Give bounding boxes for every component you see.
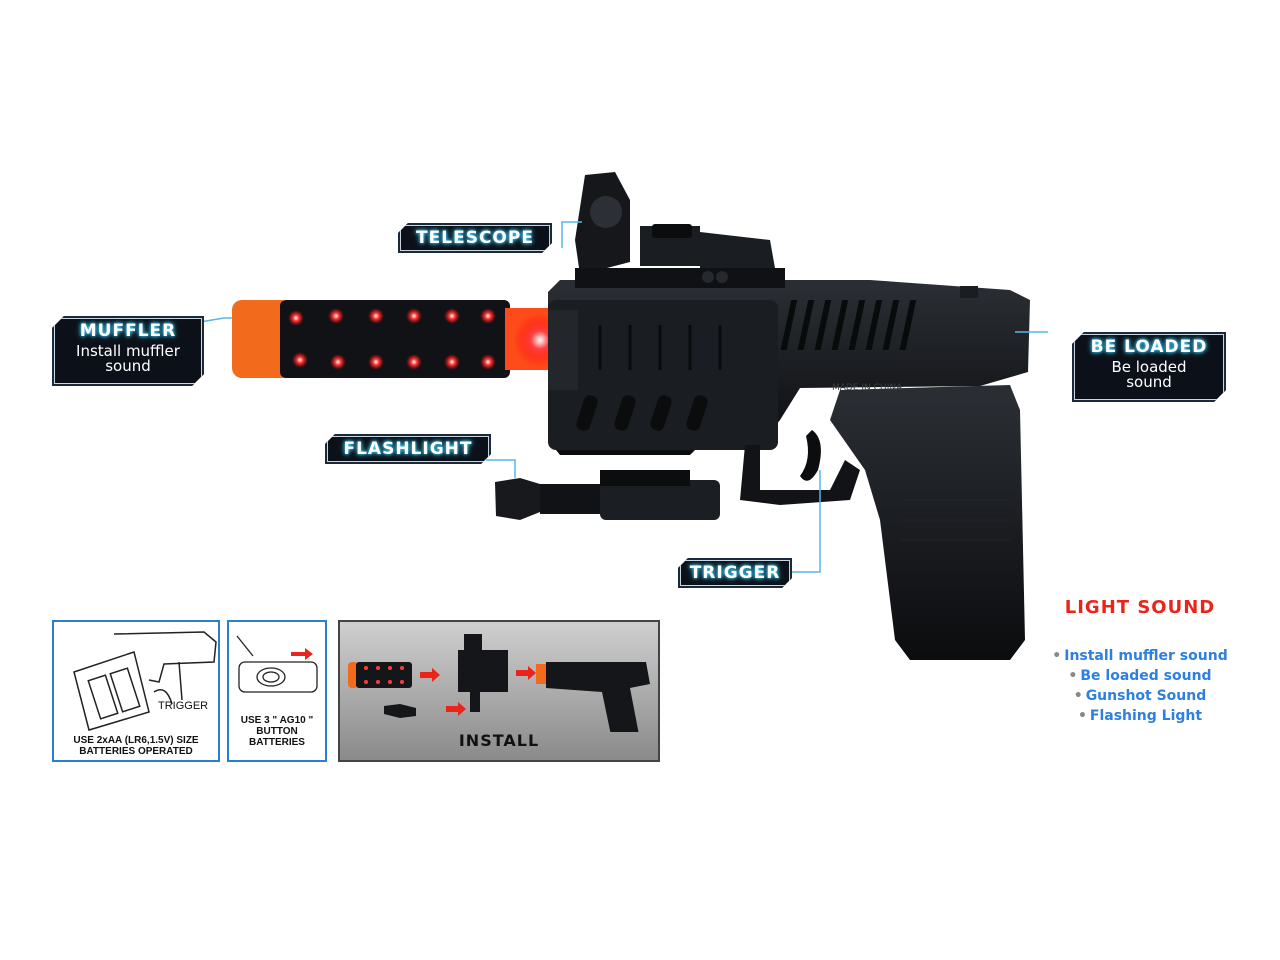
install-caption: INSTALL [458, 731, 540, 750]
features-list: •Install muffler sound •Be loaded sound … [1040, 646, 1240, 726]
feature-text: Gunshot Sound [1085, 688, 1207, 704]
flashlight-icon [495, 470, 720, 520]
feature-item: •Gunshot Sound [1040, 686, 1240, 706]
be-loaded-callout: BE LOADED Be loaded sound [1072, 332, 1226, 402]
button-battery-box: USE 3 " AG10 " BUTTON BATTERIES [227, 620, 327, 762]
feature-text: Install muffler sound [1064, 648, 1228, 664]
gun-body-icon [548, 280, 1030, 660]
battery-instructions-box: TRIGGER USE 2xAA (LR6,1.5V) SIZE BATTERI… [52, 620, 220, 762]
battery-caption: USE 2xAA (LR6,1.5V) SIZE BATTERIES OPERA… [73, 735, 199, 757]
telescope-callout: TELESCOPE [398, 223, 552, 253]
bullet-icon: • [1073, 688, 1083, 704]
feature-item: •Flashing Light [1040, 706, 1240, 726]
button-battery-icon [236, 635, 318, 693]
telescope-icon [575, 172, 785, 288]
muffler-subtitle: Install muffler sound [76, 342, 180, 375]
gun-imprint: MADE IN CHINA [832, 383, 903, 393]
bullet-icon: • [1077, 708, 1087, 724]
bullet-icon: • [1052, 648, 1062, 664]
feature-item: •Install muffler sound [1040, 646, 1240, 666]
trigger-title: TRIGGER [689, 563, 781, 583]
flashlight-callout: FLASHLIGHT [325, 434, 491, 464]
battery-trigger-label: TRIGGER [158, 700, 209, 712]
feature-text: Flashing Light [1089, 708, 1203, 724]
install-diagram-box: INSTALL [338, 620, 660, 762]
muffler-title: MUFFLER [79, 321, 177, 341]
bullet-icon: • [1068, 668, 1078, 684]
muffler-callout: MUFFLER Install muffler sound [52, 316, 204, 386]
battery-compartment-icon [73, 631, 217, 731]
telescope-title: TELESCOPE [416, 228, 534, 248]
muffler-icon [232, 300, 566, 378]
flashlight-title: FLASHLIGHT [343, 439, 473, 459]
be-loaded-title: BE LOADED [1090, 337, 1208, 357]
features-title: LIGHT SOUND [1064, 597, 1216, 618]
install-steps-icon [348, 634, 650, 732]
feature-text: Be loaded sound [1080, 668, 1212, 684]
trigger-callout: TRIGGER [678, 558, 792, 588]
button-battery-caption: USE 3 " AG10 " BUTTON BATTERIES [240, 715, 314, 748]
be-loaded-subtitle: Be loaded sound [1111, 358, 1187, 391]
feature-item: •Be loaded sound [1040, 666, 1240, 686]
